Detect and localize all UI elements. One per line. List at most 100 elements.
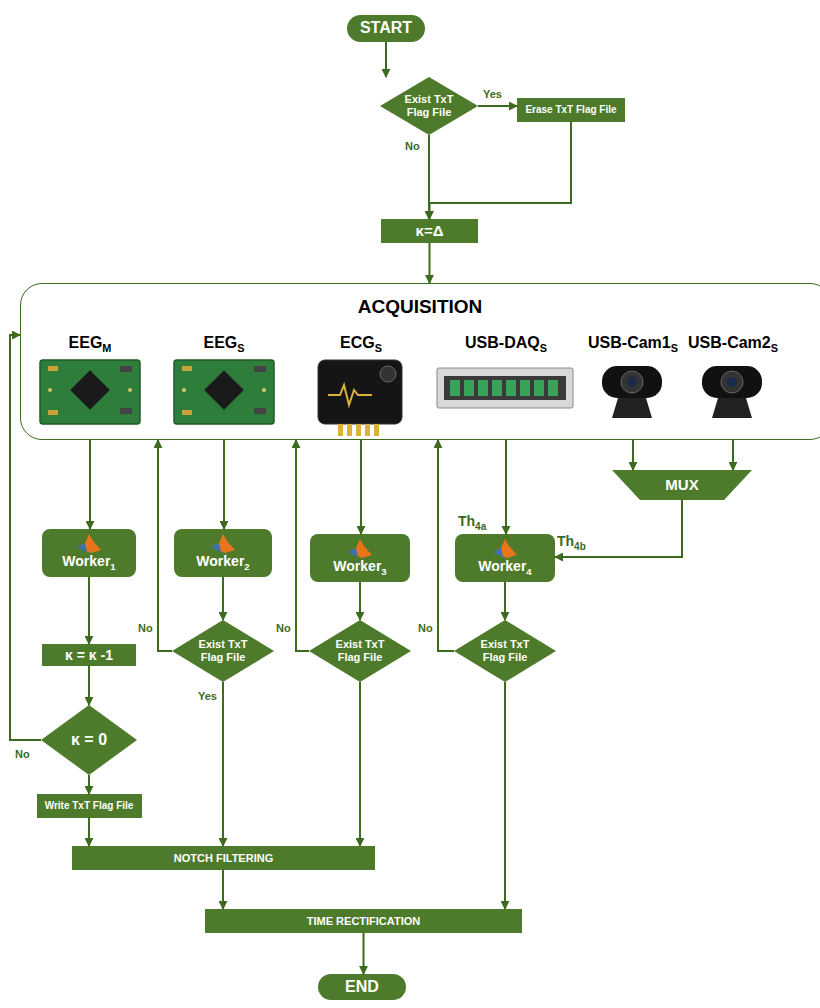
subscript: 2 bbox=[244, 561, 249, 572]
worker-box: Worker4 bbox=[455, 534, 555, 582]
webcam bbox=[602, 366, 662, 418]
decision-diamond: Exist TxT Flag File bbox=[454, 620, 556, 682]
process-box: NOTCH FILTERING bbox=[72, 846, 375, 870]
node-label: κ = 0 bbox=[60, 731, 118, 749]
device: EEGS bbox=[169, 334, 279, 439]
node-label: END bbox=[345, 978, 379, 996]
subscript: 4a bbox=[475, 521, 486, 532]
shape-fill bbox=[612, 470, 752, 500]
node-text: Worker bbox=[478, 558, 526, 574]
matlab-icon bbox=[211, 534, 235, 553]
node-text: USB-Cam2 bbox=[688, 334, 771, 351]
node-label: Worker1 bbox=[62, 553, 115, 573]
connector bbox=[222, 682, 224, 846]
node-text: κ = 0 bbox=[60, 731, 118, 749]
node-label: κ=Δ bbox=[416, 222, 444, 239]
node-text: NOTCH FILTERING bbox=[174, 852, 273, 865]
connector bbox=[504, 682, 506, 909]
node-label: Exist TxT Flag File bbox=[400, 93, 459, 118]
node-label: ECGS bbox=[340, 334, 382, 355]
subscript: 1 bbox=[110, 561, 115, 572]
process-box: TIME RECTIFICATION bbox=[205, 909, 522, 933]
node-label: USB-Cam2S bbox=[688, 334, 778, 355]
connector bbox=[732, 439, 734, 470]
node-text: Exist TxT Flag File bbox=[475, 638, 536, 663]
connector bbox=[360, 439, 362, 534]
connector bbox=[505, 439, 507, 534]
matlab-icon bbox=[77, 534, 101, 553]
node-text: Write TxT Flag File bbox=[45, 800, 134, 812]
node-label: EEGS bbox=[203, 334, 244, 355]
eeg-board bbox=[174, 360, 274, 424]
decision-diamond: Exist TxT Flag File bbox=[309, 620, 411, 682]
shape-fill bbox=[172, 620, 274, 682]
node-label: Exist TxT Flag File bbox=[475, 638, 536, 663]
node-text: MUX bbox=[665, 476, 698, 493]
decision-diamond: Exist TxT Flag File bbox=[380, 77, 478, 135]
node-text: EEG bbox=[69, 334, 103, 351]
node-text: START bbox=[360, 19, 412, 37]
multiplexer: MUX bbox=[612, 470, 752, 500]
connector bbox=[430, 122, 572, 219]
node-label: Write TxT Flag File bbox=[45, 800, 134, 812]
edge-label: No bbox=[417, 622, 434, 635]
shape-fill bbox=[380, 77, 478, 135]
connector bbox=[10, 335, 41, 740]
edge-label: No bbox=[137, 622, 154, 635]
node-label: TIME RECTIFICATION bbox=[307, 915, 420, 928]
node-text: κ=Δ bbox=[416, 222, 444, 239]
subscript: S bbox=[375, 342, 382, 354]
device: EEGM bbox=[35, 334, 145, 439]
subscript: 4 bbox=[526, 566, 531, 577]
edge-label: Yes bbox=[197, 690, 218, 703]
connector bbox=[478, 105, 517, 107]
node-text: Exist TxT Flag File bbox=[400, 93, 459, 118]
node-text: Exist TxT Flag File bbox=[330, 638, 391, 663]
worker-box: Worker3 bbox=[310, 534, 410, 582]
connector bbox=[222, 577, 224, 620]
node-text: Worker bbox=[62, 553, 110, 569]
node-label: START bbox=[360, 19, 412, 37]
shape-fill bbox=[309, 620, 411, 682]
connector bbox=[429, 243, 431, 283]
ecg-board bbox=[318, 360, 402, 436]
node-label: ACQUISITION bbox=[358, 296, 483, 318]
node-label: NOTCH FILTERING bbox=[174, 852, 273, 865]
worker-box: Worker2 bbox=[174, 529, 272, 577]
thread-name: Th bbox=[557, 533, 574, 549]
process-box: Erase TxT Flag File bbox=[517, 98, 625, 122]
thread-name: Th bbox=[458, 513, 475, 529]
connector bbox=[88, 577, 90, 644]
edge-label: No bbox=[14, 748, 31, 761]
webcam bbox=[702, 366, 762, 418]
node-text: Exist TxT Flag File bbox=[193, 638, 254, 663]
node-text: TIME RECTIFICATION bbox=[307, 915, 420, 928]
connector bbox=[89, 439, 91, 529]
connector bbox=[359, 682, 361, 846]
matlab-icon bbox=[493, 539, 517, 558]
connector bbox=[359, 582, 361, 620]
start-terminal: START bbox=[347, 15, 425, 42]
device: ECGS bbox=[313, 334, 409, 439]
node-text: USB-DAQ bbox=[465, 334, 540, 351]
connector bbox=[504, 582, 506, 620]
connector bbox=[88, 818, 90, 846]
node-text: END bbox=[345, 978, 379, 996]
matlab-icon bbox=[348, 539, 372, 558]
process-box: κ = κ -1 bbox=[42, 644, 136, 666]
node-text: ECG bbox=[340, 334, 375, 351]
connector bbox=[88, 666, 90, 705]
subscript: S bbox=[237, 342, 244, 354]
subscript: M bbox=[102, 342, 111, 354]
connector bbox=[363, 933, 365, 974]
node-text: EEG bbox=[203, 334, 237, 351]
node-label: Worker4 bbox=[478, 558, 531, 578]
device: USB-Cam1S bbox=[586, 334, 680, 439]
node-label: EEGM bbox=[69, 334, 112, 355]
connector bbox=[296, 440, 309, 651]
connector bbox=[385, 42, 387, 78]
edge-label: Yes bbox=[482, 88, 503, 101]
connector bbox=[632, 439, 634, 470]
acquisition-group: ACQUISITIONEEGMEEGSECGSUSB-DAQSUSB-Cam1S… bbox=[20, 283, 820, 440]
